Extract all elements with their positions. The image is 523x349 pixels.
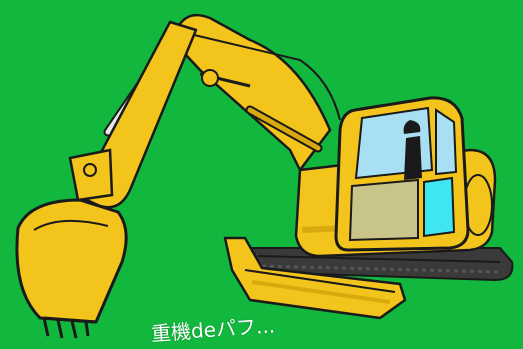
bucket <box>15 198 128 339</box>
dozer-blade <box>223 236 407 320</box>
cab <box>334 96 470 252</box>
dipper-arm <box>68 20 198 209</box>
